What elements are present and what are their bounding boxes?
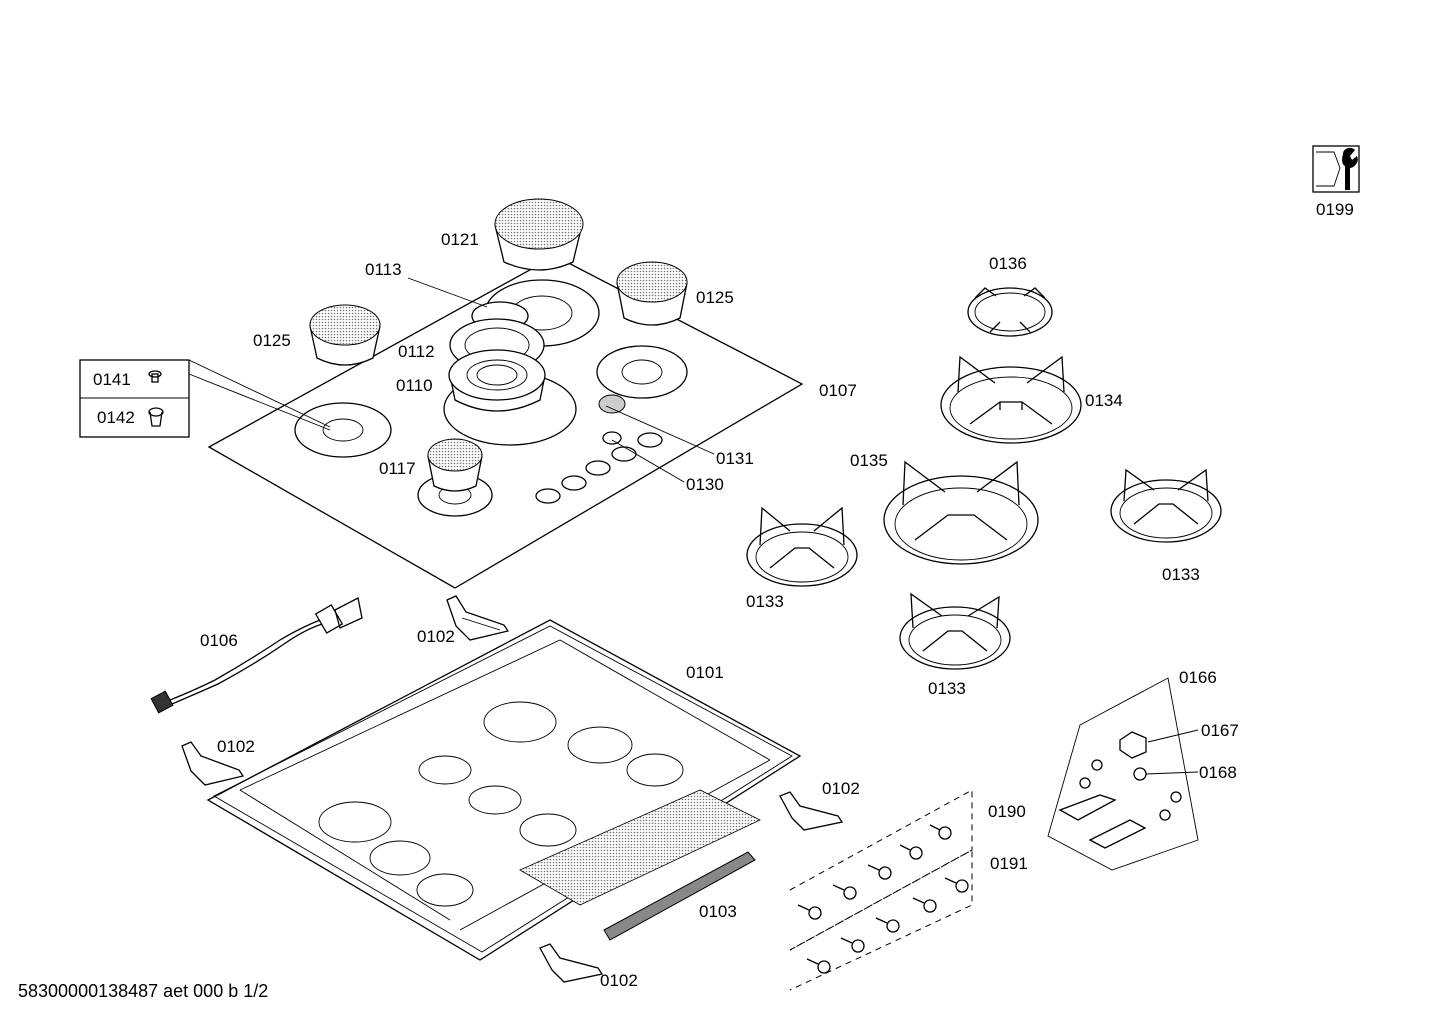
seal-strip	[603, 851, 756, 941]
gas-connection-kit	[1047, 677, 1199, 871]
pan-support-0133-right	[1110, 468, 1222, 543]
label-0142: 0142	[97, 408, 135, 427]
label-0102-top: 0102	[417, 627, 455, 646]
label-0113: 0113	[365, 260, 402, 279]
pan-support-0136	[967, 287, 1053, 337]
label-0125-right: 0125	[696, 288, 734, 307]
label-0130: 0130	[686, 475, 724, 494]
wok-burner	[448, 301, 546, 412]
control-holes	[535, 394, 663, 504]
burner-cap-0121	[494, 198, 584, 271]
label-0110: 0110	[396, 376, 433, 395]
bracket-left	[181, 741, 245, 786]
bracket-top	[446, 595, 510, 641]
bracket-right	[779, 791, 844, 831]
label-0106: 0106	[200, 631, 238, 650]
bracket-bottom	[539, 943, 604, 983]
burner-cap-0125-right	[616, 261, 688, 326]
document-id: 58300000138487 aet 000 b 1/2	[18, 981, 269, 1001]
label-0121: 0121	[441, 230, 479, 249]
pan-support-0133-bottom	[899, 592, 1011, 670]
leader-lines	[188, 277, 715, 483]
label-0133-left: 0133	[746, 592, 784, 611]
wrench-icon	[1312, 145, 1360, 193]
label-0112: 0112	[398, 342, 435, 361]
hob-plate	[207, 255, 804, 589]
label-0141: 0141	[93, 370, 131, 389]
label-0167: 0167	[1201, 721, 1239, 740]
label-0134: 0134	[1085, 391, 1123, 410]
screw-parts-box	[79, 359, 190, 438]
label-0107: 0107	[819, 381, 857, 400]
label-0102-bottom: 0102	[600, 971, 638, 990]
label-0190: 0190	[988, 802, 1026, 821]
screw-sets	[789, 789, 973, 991]
label-0166: 0166	[1179, 668, 1217, 687]
label-0133-right: 0133	[1162, 565, 1200, 584]
label-0103: 0103	[699, 902, 737, 921]
label-0168: 0168	[1199, 763, 1237, 782]
pan-support-0135	[883, 460, 1039, 565]
power-cable	[150, 597, 363, 714]
label-0125-left: 0125	[253, 331, 291, 350]
label-0131: 0131	[716, 449, 754, 468]
label-0133-bottom: 0133	[928, 679, 966, 698]
label-0135: 0135	[850, 451, 888, 470]
label-0117: 0117	[379, 459, 416, 478]
label-0136: 0136	[989, 254, 1027, 273]
label-0102-right: 0102	[822, 779, 860, 798]
pan-support-0133-left	[746, 506, 858, 587]
label-0191: 0191	[990, 854, 1028, 873]
label-0199: 0199	[1316, 200, 1354, 219]
pan-support-0134	[940, 355, 1082, 444]
burner-cap-0125-left	[309, 304, 381, 366]
burner-cap-0117	[427, 438, 483, 492]
label-0102-left: 0102	[217, 737, 255, 756]
label-0101: 0101	[686, 663, 724, 682]
base-tray	[206, 619, 802, 961]
